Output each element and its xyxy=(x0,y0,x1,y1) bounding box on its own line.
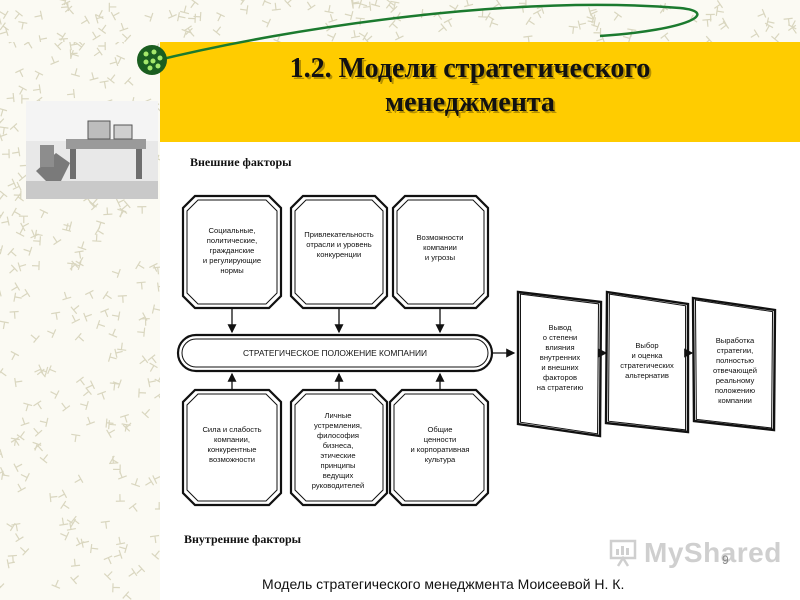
strategy-box-inner-border xyxy=(694,299,774,429)
decorative-pattern-left xyxy=(0,0,160,600)
presentation-icon xyxy=(609,539,637,567)
internal-factor-text-2-line: устремления, xyxy=(314,421,362,430)
internal-factor-text-3-line: ценности xyxy=(424,435,457,444)
decorative-pattern-top xyxy=(0,0,800,42)
strategy-text-line: полностью xyxy=(716,356,754,365)
external-factor-box-3 xyxy=(391,194,490,310)
internal-factor-text-2-line: принципы xyxy=(321,461,356,470)
conclusion-box xyxy=(516,290,603,438)
external-factor-text-3-line: компании xyxy=(423,243,457,252)
strategy-text-line: Выработка xyxy=(716,336,755,345)
internal-factor-text-1-line: возможности xyxy=(209,455,255,464)
external-factor-text-1-line: нормы xyxy=(220,266,243,275)
title-line-1: 1.2. Модели стратегического xyxy=(289,53,651,84)
page-number: 9 xyxy=(722,553,729,567)
strategy-text-line: реальному xyxy=(716,376,755,385)
choice-text-line: альтернатив xyxy=(625,371,669,380)
strategy-text-line: компании xyxy=(718,396,752,405)
external-factor-box-2-inner-border xyxy=(294,199,384,305)
internal-factor-text-2-line: руководителей xyxy=(312,481,365,490)
internal-factor-text-2-line: этические xyxy=(320,451,355,460)
external-factor-box-1 xyxy=(181,194,283,310)
internal-factor-text-3-line: Общие xyxy=(428,425,453,434)
watermark: MyShared xyxy=(608,537,782,569)
external-factor-box-1-inner-border xyxy=(186,199,278,305)
internal-factor-box-3-inner-border xyxy=(393,393,485,502)
internal-factor-box-2 xyxy=(289,388,389,507)
internal-factor-text-2-line: ведущих xyxy=(323,471,354,480)
internal-factors-label: Внутренние факторы xyxy=(184,532,302,546)
swoosh-decoration xyxy=(137,3,699,75)
internal-factor-box-1 xyxy=(181,388,283,507)
choice-text-line: стратегических xyxy=(620,361,674,370)
internal-factor-text-2-line: философия xyxy=(317,431,359,440)
external-factor-text-1-line: Социальные, xyxy=(209,226,256,235)
title-line-2: менеджмента xyxy=(385,87,555,118)
internal-factor-box-2-inner-border xyxy=(294,393,384,502)
external-factor-box-3-inner-border xyxy=(396,199,485,305)
choice-box-inner-border xyxy=(607,293,687,431)
external-factor-text-1-line: гражданские xyxy=(210,246,255,255)
page-title: 1.2. Модели стратегического менеджмента xyxy=(190,52,750,120)
title-banner xyxy=(160,42,800,142)
external-factors-label: Внешние факторы xyxy=(190,155,292,169)
watermark-text: MyShared xyxy=(644,537,782,568)
internal-factor-text-1-line: конкурентные xyxy=(208,445,257,454)
external-factor-box-2 xyxy=(289,194,389,310)
strategic-position-text-line: СТРАТЕГИЧЕСКОЕ ПОЛОЖЕНИЕ КОМПАНИИ xyxy=(243,348,427,358)
internal-factor-box-3 xyxy=(388,388,490,507)
internal-factor-text-2-line: Личные xyxy=(324,411,351,420)
external-factor-text-1-line: политические, xyxy=(207,236,257,245)
external-factor-text-2-line: отрасли и уровень xyxy=(306,240,371,249)
external-factor-text-2-line: конкуренции xyxy=(317,250,361,259)
external-factor-text-2-line: Привлекательность xyxy=(304,230,373,239)
conclusion-box-inner-border xyxy=(519,293,599,435)
choice-text-line: и оценка xyxy=(632,351,664,360)
strategy-text-line: положению xyxy=(715,386,756,395)
internal-factor-text-2-line: бизнеса, xyxy=(323,441,354,450)
external-factor-text-1-line: и регулирующие xyxy=(203,256,261,265)
external-factor-text-3-line: и угрозы xyxy=(425,253,455,262)
internal-factor-box-1-inner-border xyxy=(186,393,278,502)
internal-factor-text-3-line: культура xyxy=(425,455,456,464)
choice-box xyxy=(604,290,690,434)
strategy-text-line: отвечающей xyxy=(713,366,757,375)
choice-text-line: Выбор xyxy=(635,341,658,350)
conclusion-text-line: на стратегию xyxy=(537,383,584,392)
internal-factor-text-3-line: и корпоративная xyxy=(410,445,469,454)
conclusion-text-line: влияния xyxy=(545,343,574,352)
conclusion-text-line: Вывод xyxy=(549,323,573,332)
conclusion-text-line: внутренних xyxy=(540,353,581,362)
strategy-box xyxy=(691,296,777,432)
internal-factor-text-1-line: компании, xyxy=(214,435,250,444)
external-factor-text-3-line: Возможности xyxy=(416,233,463,242)
conclusion-text-line: факторов xyxy=(543,373,577,382)
conclusion-text-line: и внешних xyxy=(541,363,578,372)
internal-factor-text-1-line: Сила и слабость xyxy=(202,425,261,434)
office-photo xyxy=(26,101,158,199)
strategic-position-band-inner-border xyxy=(181,338,489,368)
strategy-text-line: стратегии, xyxy=(717,346,754,355)
conclusion-text-line: о степени xyxy=(543,333,578,342)
slide-caption: Модель стратегического менеджмента Моисе… xyxy=(262,576,625,592)
